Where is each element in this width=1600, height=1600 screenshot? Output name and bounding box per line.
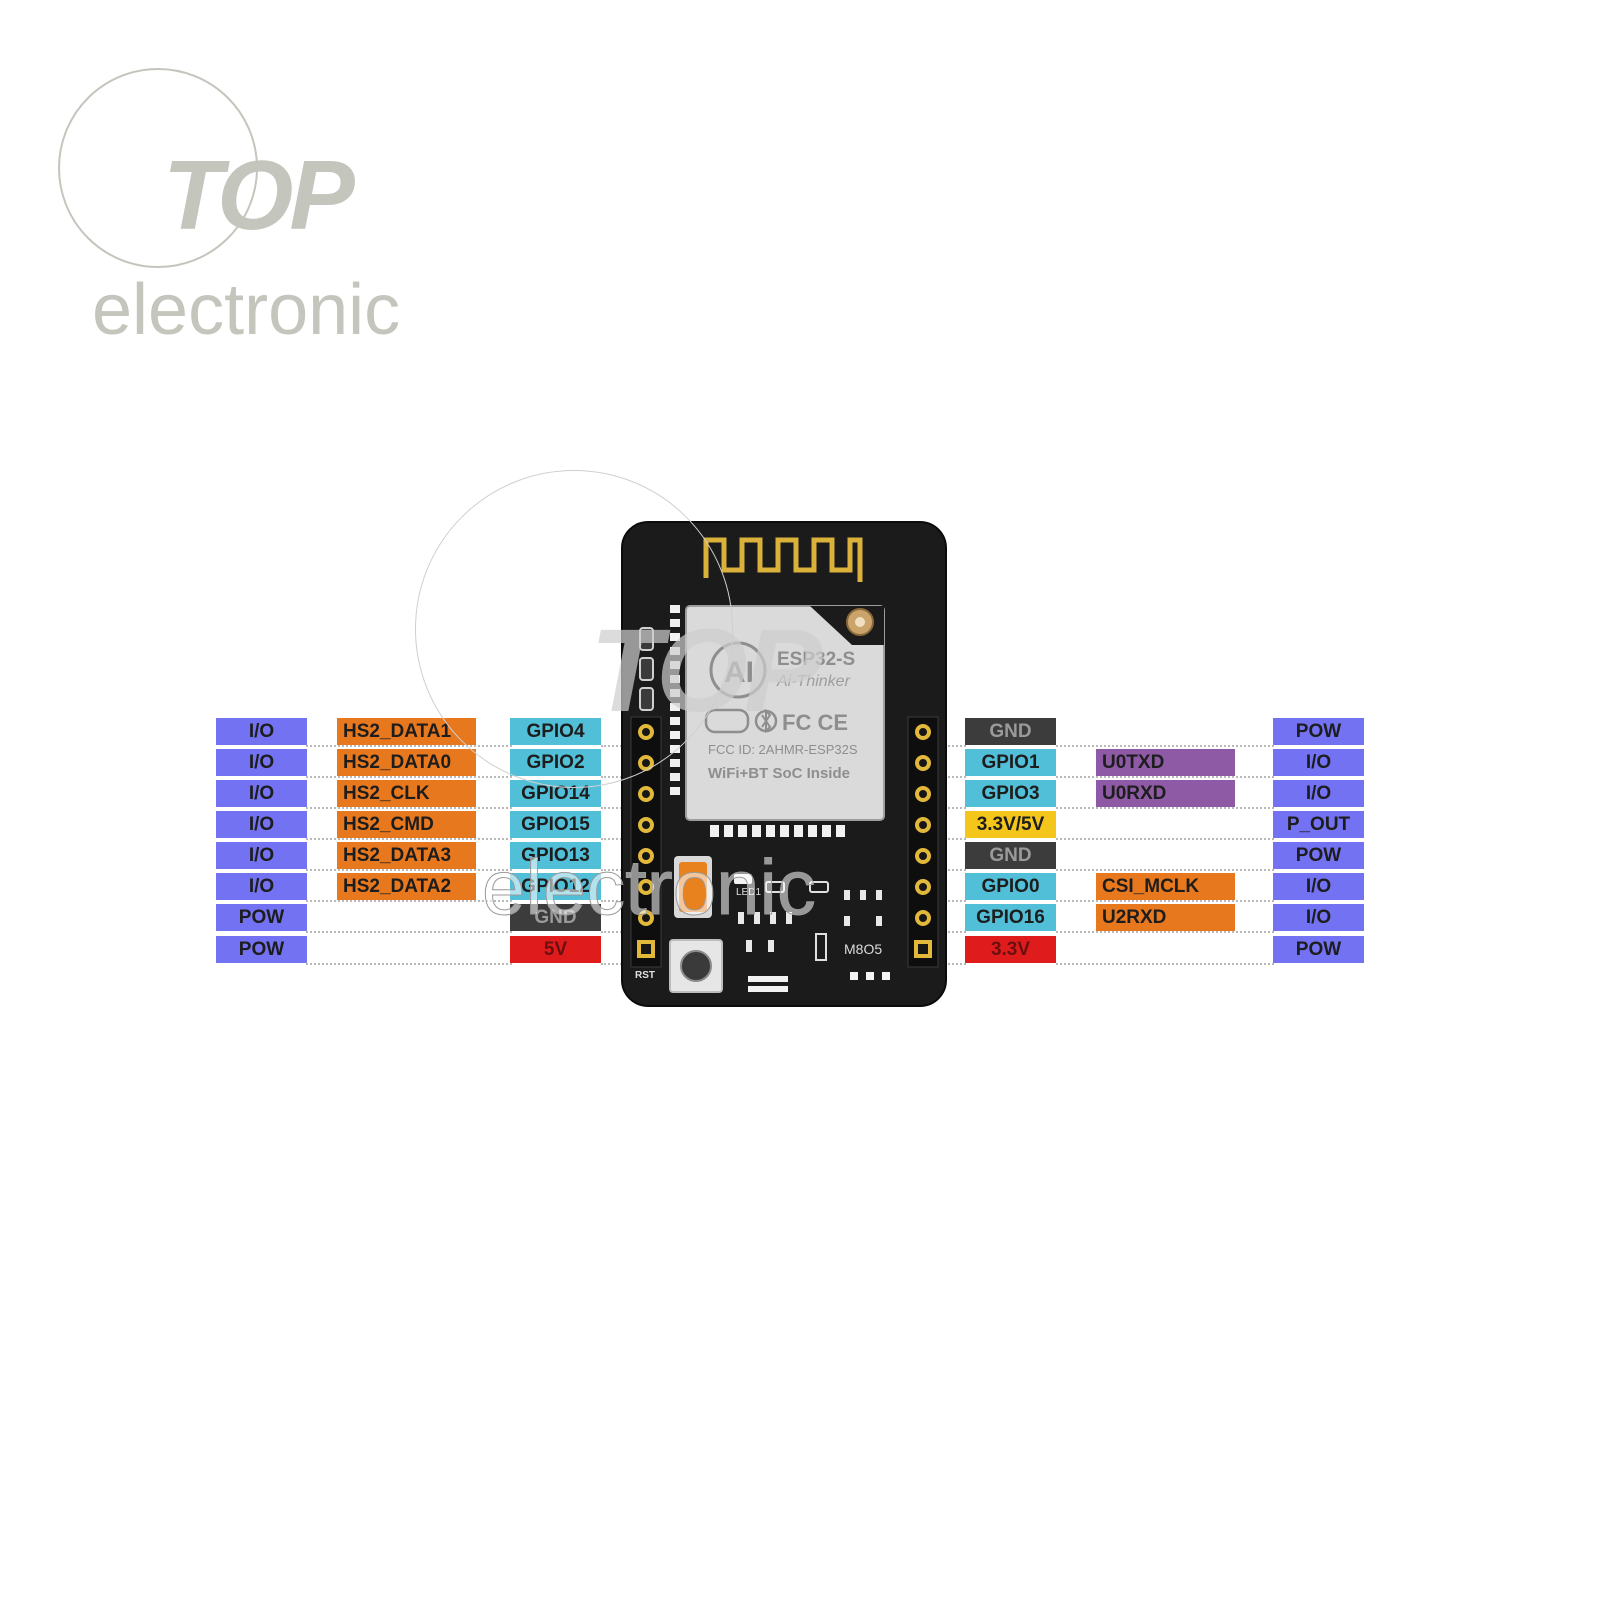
watermark-top-text: TOP <box>590 612 818 730</box>
left-function-label: HS2_CMD <box>337 811 476 838</box>
bottom-pad <box>850 972 858 980</box>
right-pin-label: 3.3V <box>965 936 1056 963</box>
lead-line <box>306 931 512 933</box>
left-type-label: I/O <box>216 842 307 869</box>
left-type-label: I/O <box>216 718 307 745</box>
rst-label: RST <box>635 970 655 981</box>
left-pin-label: GPIO15 <box>510 811 601 838</box>
lead-line <box>306 807 512 809</box>
chip-marking: M8O5 <box>844 941 882 957</box>
right-type-label: I/O <box>1273 904 1364 931</box>
logo-sub-text: electronic <box>92 274 400 346</box>
right-pin-label: GND <box>965 842 1056 869</box>
left-type-label: POW <box>216 904 307 931</box>
left-function-label: HS2_CLK <box>337 780 476 807</box>
lead-line <box>1056 776 1274 778</box>
right-pin-label: GPIO3 <box>965 780 1056 807</box>
left-type-label: I/O <box>216 873 307 900</box>
right-pin-label: 3.3V/5V <box>965 811 1056 838</box>
bottom-pad <box>866 972 874 980</box>
lead-line <box>306 963 512 965</box>
lead-line <box>1056 838 1274 840</box>
right-type-label: I/O <box>1273 780 1364 807</box>
right-pin-label: GPIO16 <box>965 904 1056 931</box>
watermark-sub-text: electronic <box>482 848 816 926</box>
left-type-label: I/O <box>216 811 307 838</box>
right-type-label: I/O <box>1273 873 1364 900</box>
lead-line <box>1056 807 1274 809</box>
right-function-label: CSI_MCLK <box>1096 873 1235 900</box>
right-type-label: I/O <box>1273 749 1364 776</box>
right-function-label: U2RXD <box>1096 904 1235 931</box>
lead-line <box>306 838 512 840</box>
right-function-label: U0TXD <box>1096 749 1235 776</box>
bottom-pad <box>882 972 890 980</box>
right-pin-label: GND <box>965 718 1056 745</box>
left-function-label: HS2_DATA2 <box>337 873 476 900</box>
lead-line <box>1056 869 1274 871</box>
fcc-id-text: FCC ID: 2AHMR-ESP32S <box>708 742 858 757</box>
left-function-label: HS2_DATA0 <box>337 749 476 776</box>
ipex-center <box>855 617 865 627</box>
logo-main-text: TOP <box>163 146 351 244</box>
reset-button-cap <box>681 951 711 981</box>
left-type-label: I/O <box>216 780 307 807</box>
right-pin-label: GPIO0 <box>965 873 1056 900</box>
soc-text: WiFi+BT SoC Inside <box>708 765 850 782</box>
lead-line <box>1056 900 1274 902</box>
bottom-pad <box>748 976 788 982</box>
right-type-label: P_OUT <box>1273 811 1364 838</box>
lead-line <box>1056 931 1274 933</box>
lead-line <box>1056 963 1274 965</box>
bottom-pad <box>748 986 788 992</box>
right-type-label: POW <box>1273 936 1364 963</box>
left-type-label: POW <box>216 936 307 963</box>
left-type-label: I/O <box>216 749 307 776</box>
right-header-pins <box>908 717 938 967</box>
right-pin-label: GPIO1 <box>965 749 1056 776</box>
left-function-label: HS2_DATA3 <box>337 842 476 869</box>
lead-line <box>1056 745 1274 747</box>
top-electronic-logo: TOP electronic <box>58 68 458 358</box>
right-type-label: POW <box>1273 842 1364 869</box>
left-pin-label: 5V <box>510 936 601 963</box>
right-function-label: U0RXD <box>1096 780 1235 807</box>
right-type-label: POW <box>1273 718 1364 745</box>
lead-line <box>306 776 512 778</box>
